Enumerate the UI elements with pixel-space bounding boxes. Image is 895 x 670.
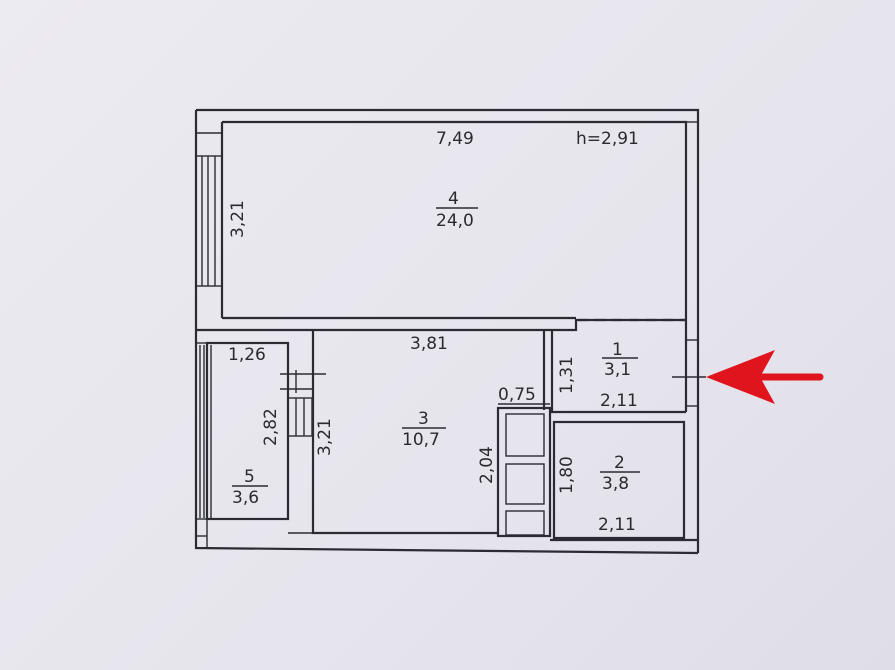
dim-room5-width: 1,26 <box>228 345 266 365</box>
dim-room4-width: 7,49 <box>436 129 474 149</box>
dim-room2-depth: 1,80 <box>557 456 577 494</box>
dim-closet-depth: 2,04 <box>477 446 497 484</box>
outer-corner-tabs <box>196 519 313 548</box>
room-4-area: 24,0 <box>436 211 474 231</box>
room-1-area: 3,1 <box>604 360 631 380</box>
room-2-number: 2 <box>614 453 625 473</box>
room-1-walls <box>550 320 706 414</box>
dim-room1-width: 2,11 <box>600 391 638 411</box>
dim-room3-width: 3,81 <box>410 334 448 354</box>
room-5-number: 5 <box>244 467 255 487</box>
room-5-area: 3,6 <box>232 488 259 508</box>
room-3-number: 3 <box>418 409 429 429</box>
room-3-area: 10,7 <box>402 430 440 450</box>
entrance-arrow-icon <box>706 350 824 404</box>
partition-walls <box>196 316 686 332</box>
dim-closet-width: 0,75 <box>498 385 536 405</box>
dim-room4-depth: 3,21 <box>228 200 248 238</box>
dim-room3-depth: 3,21 <box>315 418 335 456</box>
room-5-walls <box>196 341 326 521</box>
room-1-number: 1 <box>612 340 623 360</box>
room-2-walls <box>550 420 698 542</box>
closet <box>496 403 552 538</box>
window-room-4 <box>195 155 223 287</box>
ceiling-height-label: h=2,91 <box>576 129 639 149</box>
dim-room1-depth: 1,31 <box>557 356 577 394</box>
dim-room5-depth: 2,82 <box>261 408 281 446</box>
dim-room2-width: 2,11 <box>598 515 636 535</box>
room-2-area: 3,8 <box>602 474 629 494</box>
room-4-number: 4 <box>448 189 459 209</box>
